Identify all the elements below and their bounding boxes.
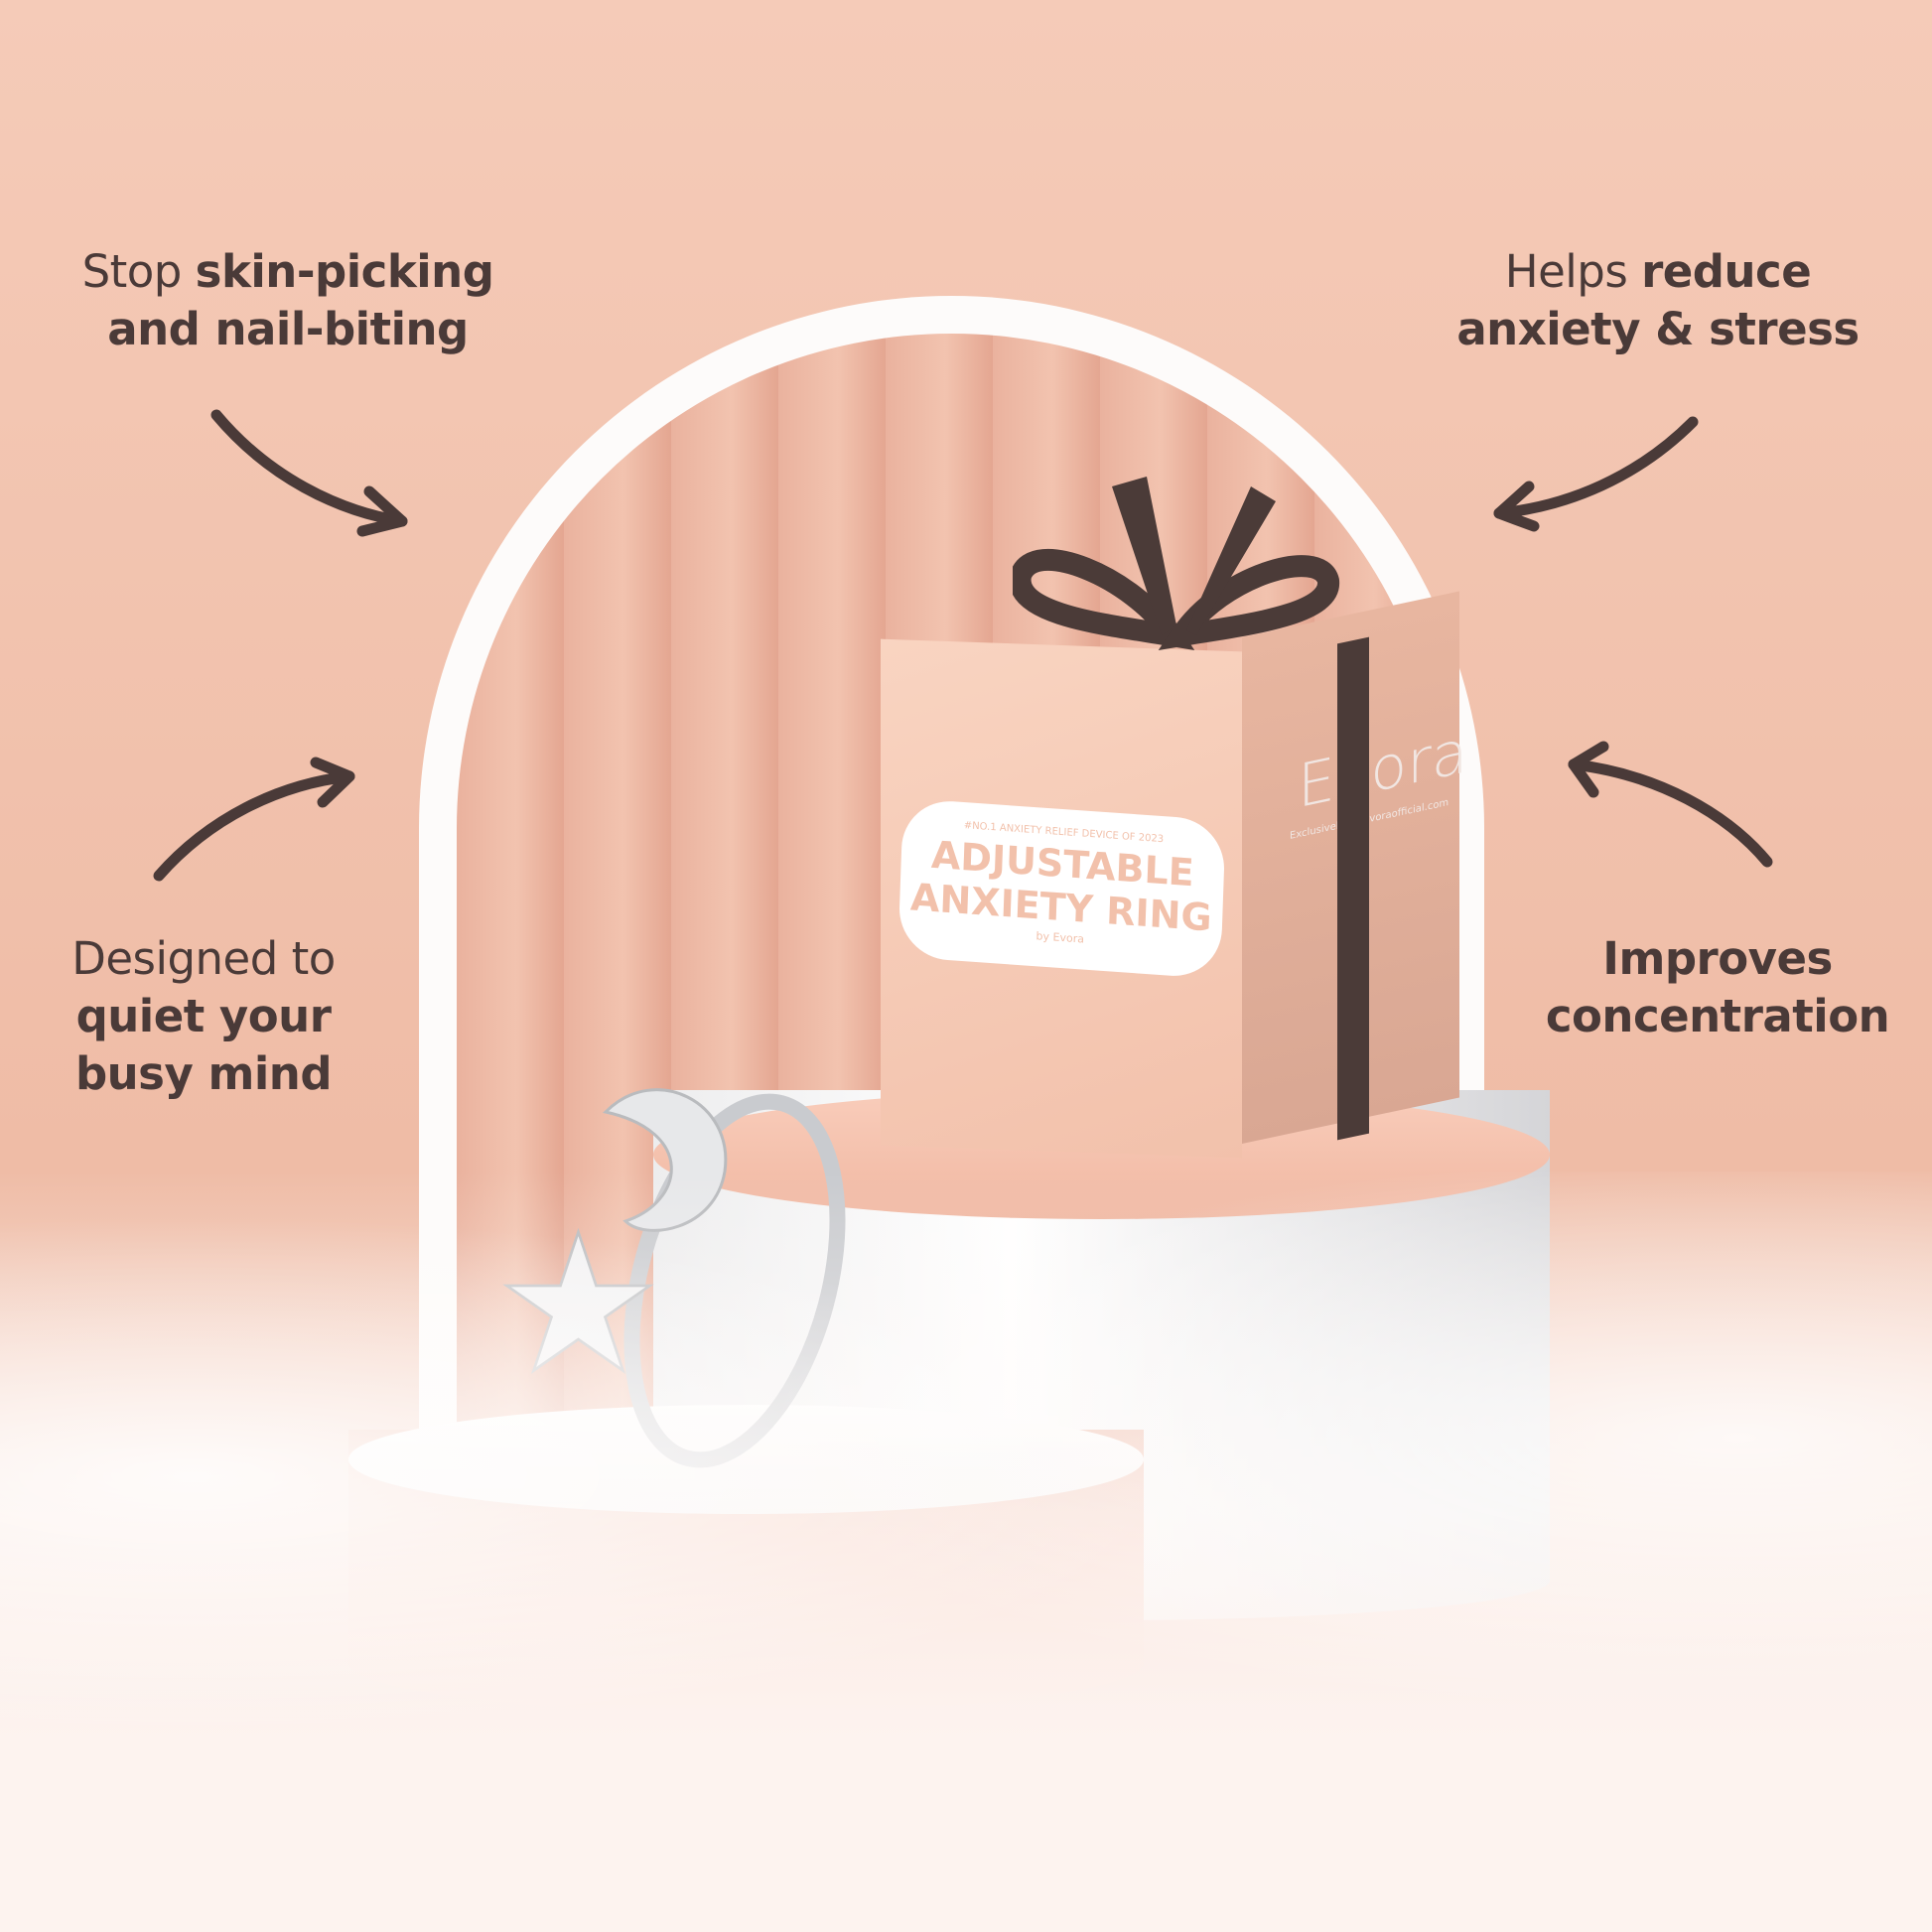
arrow-icon: [153, 757, 355, 882]
text: quiet your: [75, 990, 332, 1042]
text: skin-picking: [195, 245, 494, 298]
arrow-icon: [210, 409, 408, 537]
clouds: [0, 1172, 1932, 1932]
text: Designed to: [71, 932, 336, 985]
text: and nail-biting: [107, 303, 469, 355]
arrow-icon: [1493, 416, 1699, 532]
text: Helps: [1504, 245, 1642, 298]
bow-icon: [1013, 477, 1339, 651]
arrow-icon: [1568, 741, 1773, 868]
text: reduce: [1641, 245, 1812, 298]
text: busy mind: [74, 1047, 333, 1100]
text: Stop: [81, 245, 196, 298]
text: Improves: [1602, 932, 1833, 985]
text: anxiety & stress: [1456, 303, 1860, 355]
text: concentration: [1545, 990, 1890, 1042]
